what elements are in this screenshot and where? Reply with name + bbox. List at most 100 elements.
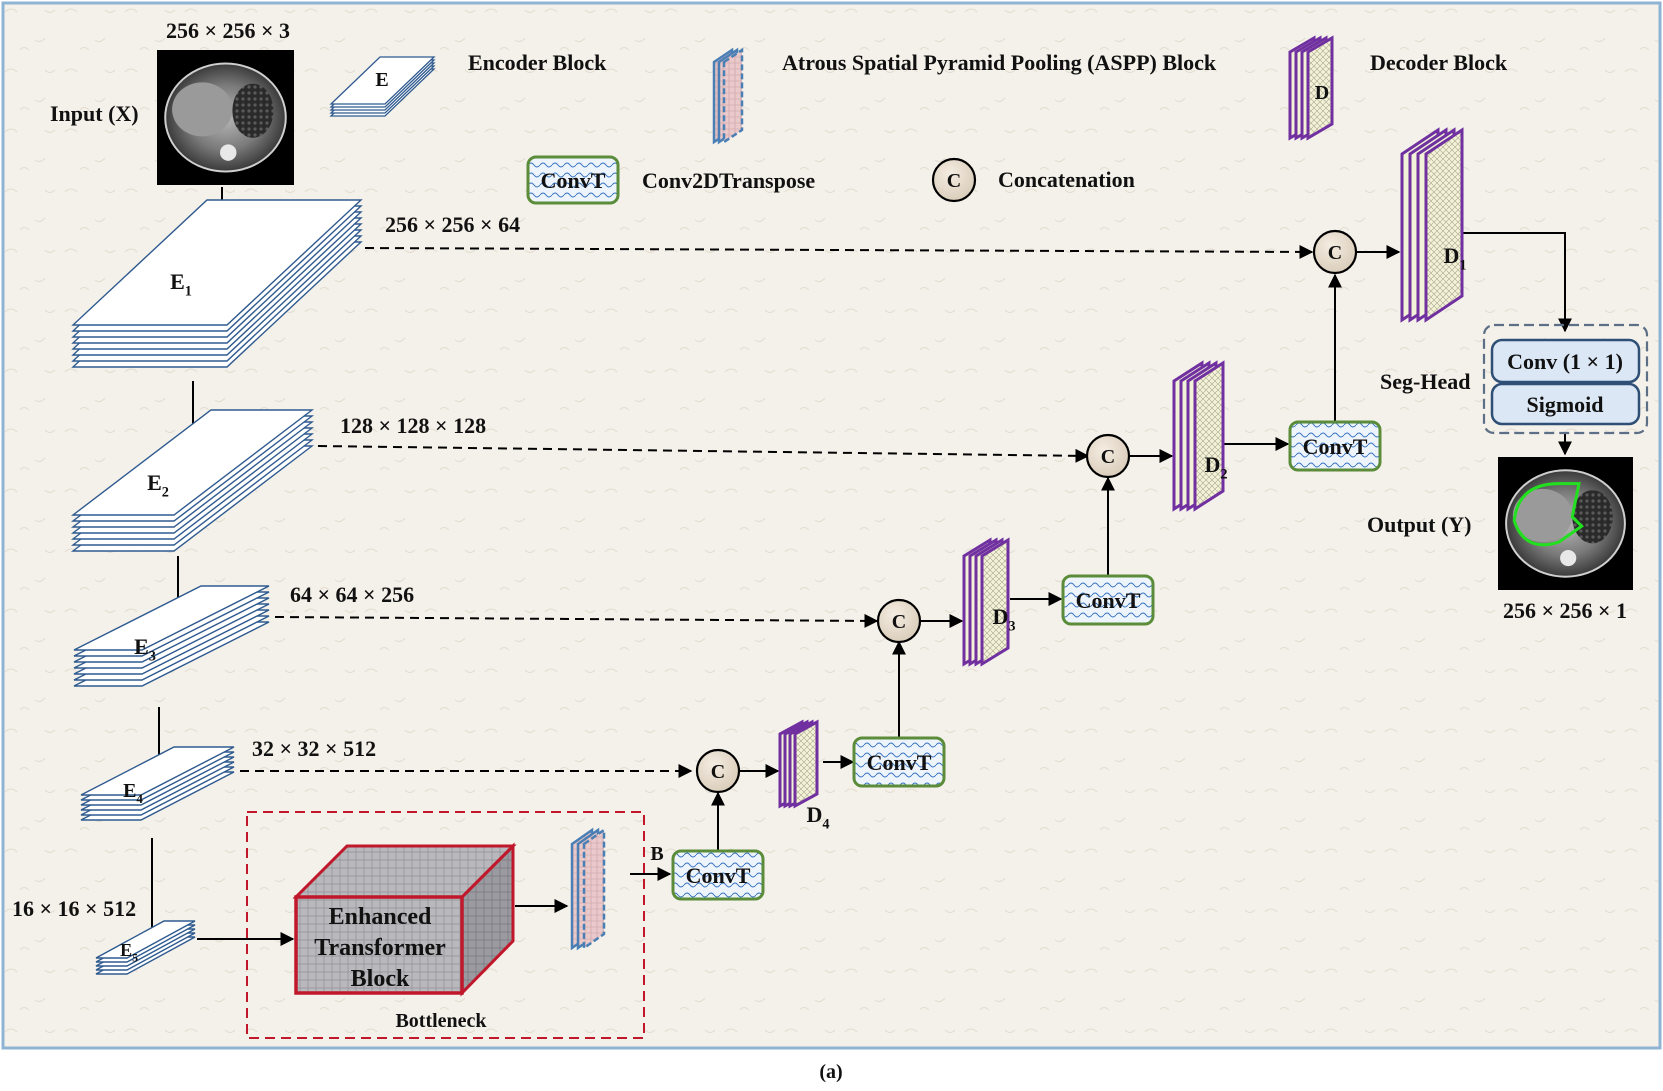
ct-liver <box>1512 488 1573 543</box>
seghead-conv-box <box>1490 338 1641 384</box>
concat-circle <box>695 748 741 794</box>
input-label: Input (X) <box>50 101 139 126</box>
convt-box <box>1061 574 1155 626</box>
transformer-front <box>294 895 464 995</box>
convt-box <box>852 736 946 788</box>
convt-label: ConvT <box>867 750 932 775</box>
encoder-e1-dims: 256 × 256 × 64 <box>385 212 520 237</box>
legend-aspp-label: Atrous Spatial Pyramid Pooling (ASPP) Bl… <box>782 50 1217 75</box>
concat-2: C <box>1085 433 1131 479</box>
concat-3: C <box>876 598 922 644</box>
legend-encoder-label: Encoder Block <box>468 50 607 75</box>
decoder-d3-label: D3 <box>992 604 1015 635</box>
decoder-d3 <box>962 537 1010 667</box>
concat-letter: C <box>711 761 725 783</box>
concat-1: C <box>1312 229 1358 275</box>
encoder-e3 <box>73 585 270 687</box>
encoder-e1 <box>71 199 363 368</box>
output-label: Output (Y) <box>1367 512 1472 537</box>
seghead-label: Seg-Head <box>1380 369 1470 394</box>
concat-letter: C <box>947 170 961 192</box>
encoder-e2 <box>70 409 315 552</box>
bottleneck-aspp <box>570 827 606 951</box>
encoder-e1-label: E1 <box>170 269 192 300</box>
encoder-e4-dims: 32 × 32 × 512 <box>252 736 376 761</box>
decoder-d4 <box>778 719 819 809</box>
encoder-e2-label: E2 <box>147 470 169 501</box>
skip-e3-d3 <box>274 613 879 628</box>
output-dims: 256 × 256 × 1 <box>1503 598 1627 623</box>
concat-circle <box>876 598 922 644</box>
decoder-d2-label: D2 <box>1204 452 1227 483</box>
decoder-layer <box>980 537 1010 667</box>
encoder-layer <box>80 746 235 796</box>
decoder-layer <box>1193 360 1225 512</box>
input-image <box>157 50 294 185</box>
decoder-d1-label: D1 <box>1443 243 1466 274</box>
encoder-e3-label: E3 <box>134 634 156 665</box>
concat-circle <box>1085 433 1131 479</box>
encoder-layer <box>71 199 363 326</box>
legend-encoder-letter: E <box>375 69 388 91</box>
legend-concat-label: Concatenation <box>998 167 1135 192</box>
input-dims: 256 × 256 × 3 <box>166 18 290 43</box>
ct-spine <box>220 144 237 161</box>
legend-aspp-icon <box>712 47 744 145</box>
decoder-d2 <box>1172 360 1225 512</box>
ct-liver <box>172 82 233 137</box>
encoder-layer <box>73 585 270 651</box>
decoder-layer <box>1306 35 1334 141</box>
convt-label: ConvT <box>1076 588 1141 613</box>
seghead-sigmoid-box <box>1490 382 1641 426</box>
transformer-line2: Transformer <box>314 935 446 961</box>
concat-circle <box>1312 229 1358 275</box>
convt-3: ConvT <box>1061 574 1155 626</box>
concat-letter: C <box>1328 242 1342 264</box>
seghead-frame <box>1482 323 1649 435</box>
legend-convt-icon: ConvT <box>526 155 620 205</box>
decoder-d4-label: D4 <box>806 802 829 833</box>
encoder-e4-label: E4 <box>123 780 143 806</box>
transformer-line3: Block <box>351 966 410 992</box>
seghead-sigmoid-label: Sigmoid <box>1526 392 1603 417</box>
legend-encoder-layer <box>329 56 436 105</box>
transformer-block <box>292 842 517 997</box>
ct-spine <box>1560 549 1577 567</box>
decoder-layer <box>793 719 819 809</box>
skip-e1-d1 <box>364 244 1314 259</box>
encoder-layer <box>95 920 196 959</box>
convt-2: ConvT <box>852 736 946 788</box>
bottleneck-label: Bottleneck <box>395 1010 487 1032</box>
ct-stomach <box>1572 490 1613 544</box>
encoder-e5 <box>95 920 196 975</box>
bottleneck-frame <box>246 811 645 1039</box>
decoder-d1 <box>1400 127 1464 323</box>
convt-1: ConvT <box>671 849 765 901</box>
arrow-d1-seghead <box>1463 232 1572 333</box>
convt-box <box>671 849 765 901</box>
concat-letter: C <box>1101 446 1115 468</box>
ct-liver-contour <box>1512 482 1585 547</box>
convt-box <box>1288 420 1382 472</box>
encoder-e5-dims: 16 × 16 × 512 <box>12 896 136 921</box>
convt-label: ConvT <box>686 863 751 888</box>
encoder-layer <box>70 409 315 516</box>
legend-decoder-icon <box>1288 35 1334 141</box>
skip-e2-d2 <box>317 445 1090 463</box>
encoder-e2-dims: 128 × 128 × 128 <box>340 413 486 438</box>
concat-4: C <box>695 748 741 794</box>
aspp-layer <box>722 47 744 145</box>
legend-decoder-letter: D <box>1315 82 1329 104</box>
convt-label: ConvT <box>1303 434 1368 459</box>
concat-letter: C <box>892 611 906 633</box>
aspp-layer <box>582 827 606 951</box>
concat-circle <box>931 157 977 203</box>
encoder-e5-label: E5 <box>120 940 138 964</box>
bottleneck-b-label: B <box>650 843 663 865</box>
decoder-layer <box>1424 127 1464 323</box>
ct-stomach <box>232 83 274 138</box>
legend-decoder-label: Decoder Block <box>1370 50 1508 75</box>
encoder-e4 <box>80 746 235 821</box>
legend-concat-icon: C <box>931 157 977 203</box>
